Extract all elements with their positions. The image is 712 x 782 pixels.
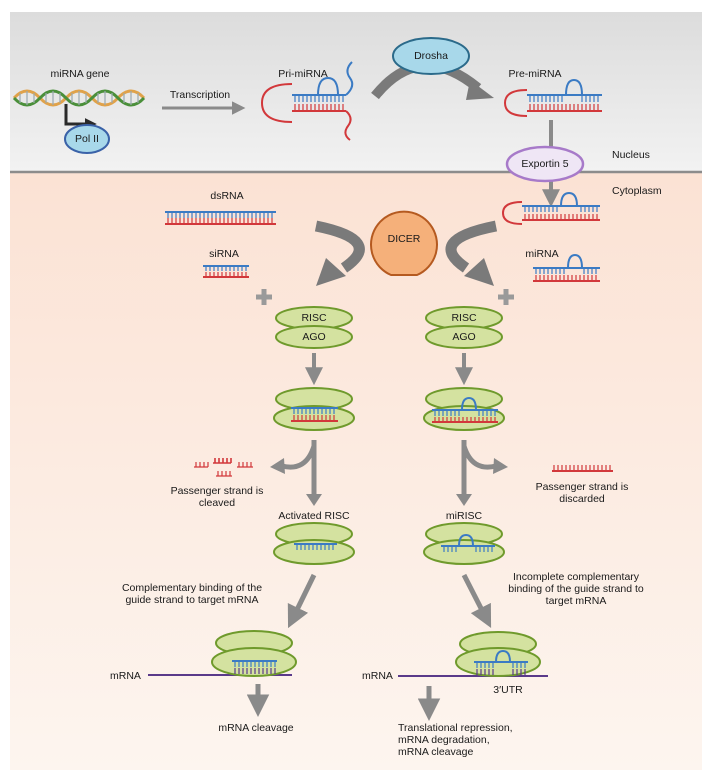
- activated-arrowhead: [306, 494, 322, 506]
- mirisc-complex: [423, 522, 505, 565]
- mrna-cleavage-label: mRNA cleavage: [218, 722, 294, 734]
- dsrna-label: dsRNA: [210, 190, 244, 202]
- region-label-cytoplasm: Cytoplasm: [612, 185, 662, 197]
- target-bound-mirisc-right: [455, 631, 541, 677]
- passenger-arrow-left: [281, 440, 317, 500]
- pri-mirna-hairpin: [260, 61, 354, 141]
- dicer-left-curve: [314, 220, 365, 273]
- plus-sign-left-icon: [256, 289, 272, 305]
- discarded-passenger-strand: [552, 465, 613, 472]
- mirna-gene-label: miRNA gene: [50, 68, 110, 80]
- mirna-label: miRNA: [525, 248, 559, 260]
- drosha-label: Drosha: [414, 50, 448, 62]
- passenger-discarded-label: Passenger strand is discarded: [535, 481, 629, 505]
- mirna-duplex: [533, 253, 600, 282]
- transcription-label: Transcription: [169, 89, 231, 101]
- dicer-right-curve: [445, 220, 498, 273]
- drosha-arrowhead: [466, 80, 494, 100]
- pol-ii-label: Pol II: [75, 133, 99, 145]
- arrow-to-target-left: [287, 573, 317, 629]
- loaded-risc-left: [273, 387, 355, 431]
- exportin-5-label: Exportin 5: [521, 158, 569, 170]
- mrna-label-right: mRNA: [362, 670, 393, 682]
- sirna-duplex: [203, 265, 249, 278]
- activated-risc-complex: [273, 522, 355, 565]
- passenger-arrowhead-right: [493, 458, 508, 474]
- dna-helix-icon: [12, 89, 146, 107]
- cleaved-passenger-fragments: [194, 458, 253, 477]
- dicer-label: DICER: [387, 233, 421, 245]
- risc-label-left: RISC: [301, 312, 327, 324]
- complementary-binding-label: Complementary binding of the guide stran…: [121, 582, 263, 606]
- exportin-5-protein: [505, 145, 585, 183]
- mirisc-label: miRISC: [445, 510, 483, 522]
- utr-label: 3′UTR: [493, 684, 523, 696]
- passenger-cleaved-label: Passenger strand is cleaved: [170, 485, 264, 509]
- drosha-enzyme: [392, 37, 470, 75]
- pri-mirna-label: Pri-miRNA: [278, 68, 328, 80]
- dicer-pacman-icon: [370, 210, 438, 276]
- mrna-label-left: mRNA: [110, 670, 141, 682]
- region-label-nucleus: Nucleus: [612, 149, 650, 161]
- ago-label-right: AGO: [452, 331, 476, 343]
- promoter-arrow-icon: [64, 104, 97, 130]
- dsrna-duplex: [165, 211, 276, 225]
- pre-mirna-hairpin: [503, 78, 602, 117]
- dicer-left-arrowhead: [316, 258, 346, 286]
- dicer-right-arrowhead: [464, 258, 494, 286]
- target-bound-risc-left: [211, 630, 297, 677]
- activated-risc-label: Activated RISC: [278, 510, 350, 522]
- risc-label-right: RISC: [451, 312, 477, 324]
- sirna-label: siRNA: [209, 248, 239, 260]
- plus-sign-right-icon: [498, 289, 514, 305]
- arrow-to-target-right: [461, 573, 492, 629]
- ago-subunit-left: [275, 325, 353, 349]
- passenger-arrowhead-left: [270, 458, 285, 474]
- repression-outcome-label: Translational repression, mRNA degradati…: [398, 722, 513, 758]
- ago-subunit-right: [425, 325, 503, 349]
- passenger-arrow-right: [461, 440, 497, 500]
- pol-ii-enzyme: [64, 124, 110, 154]
- pre-mirna-label: Pre-miRNA: [508, 68, 562, 80]
- incomplete-binding-label: Incomplete complementary binding of the …: [508, 571, 644, 607]
- cytoplasmic-pre-mirna: [501, 191, 600, 225]
- mirisc-arrowhead: [456, 494, 472, 506]
- ago-label-left: AGO: [302, 331, 326, 343]
- loaded-risc-right: [423, 387, 505, 431]
